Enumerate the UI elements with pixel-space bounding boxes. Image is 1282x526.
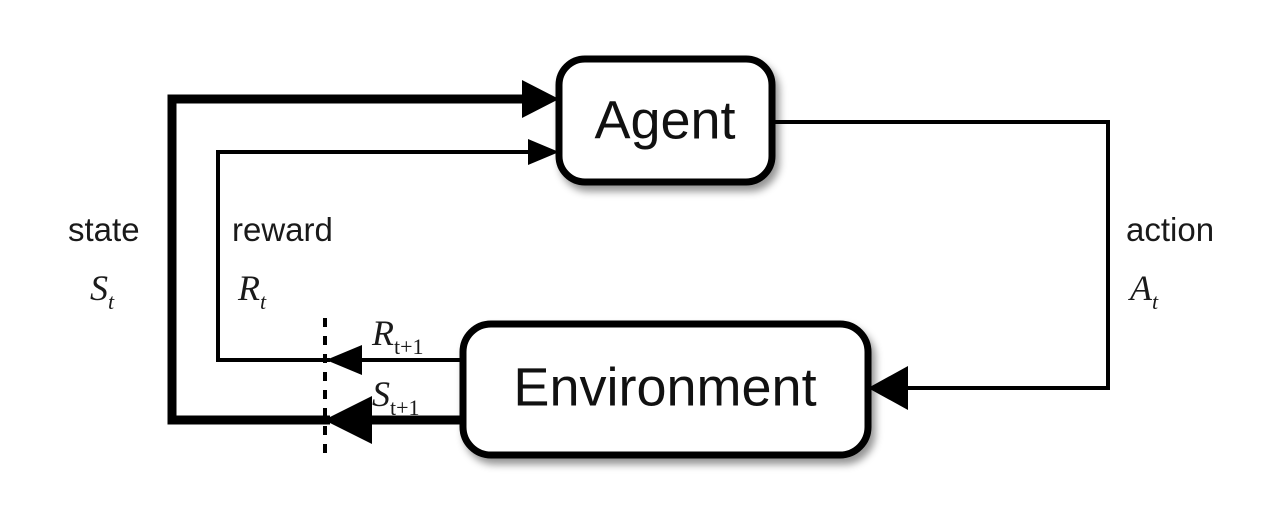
state-symbol-group: St (90, 268, 115, 314)
state-feedback-line (167, 94, 545, 425)
next-state-subscript: t+1 (390, 395, 420, 420)
action-arrowhead (868, 366, 908, 410)
label-reward: reward Rt (232, 211, 333, 314)
reward-symbol-group: Rt (237, 268, 267, 314)
action-line (772, 120, 1110, 390)
next-reward-arrowhead (326, 345, 362, 375)
edge-reward-feedback (216, 139, 559, 362)
reward-feedback-line (216, 150, 545, 362)
agent-label: Agent (594, 90, 735, 150)
agent-box[interactable] (555, 55, 776, 186)
next-reward-symbol: R (371, 313, 394, 353)
action-symbol: A (1128, 268, 1153, 308)
label-action: action At (1126, 211, 1214, 314)
reward-symbol: R (237, 268, 260, 308)
node-agent[interactable]: Agent (555, 55, 776, 186)
next-state-symbol-group: St+1 (372, 374, 420, 420)
state-symbol: S (90, 268, 108, 308)
label-next-reward: Rt+1 (371, 313, 424, 359)
edge-state-feedback (167, 80, 559, 425)
reward-label-text: reward (232, 211, 333, 248)
reward-subscript: t (260, 289, 267, 314)
action-subscript: t (1152, 289, 1159, 314)
label-next-state: St+1 (372, 374, 420, 420)
label-state: state St (68, 211, 140, 314)
node-environment[interactable]: Environment (459, 320, 872, 459)
state-feedback-arrowhead (522, 80, 559, 118)
state-label-text: state (68, 211, 140, 248)
edge-next-reward (326, 345, 463, 375)
next-state-arrowhead (324, 396, 372, 444)
next-state-symbol: S (372, 374, 390, 414)
state-subscript: t (108, 289, 115, 314)
environment-label: Environment (513, 357, 816, 417)
edge-next-state (324, 396, 463, 444)
next-reward-symbol-group: Rt+1 (371, 313, 424, 359)
action-symbol-group: At (1128, 268, 1159, 314)
environment-box[interactable] (459, 320, 872, 459)
action-label-text: action (1126, 211, 1214, 248)
next-reward-subscript: t+1 (394, 334, 424, 359)
edge-action (772, 120, 1110, 410)
reward-feedback-arrowhead (528, 139, 559, 165)
